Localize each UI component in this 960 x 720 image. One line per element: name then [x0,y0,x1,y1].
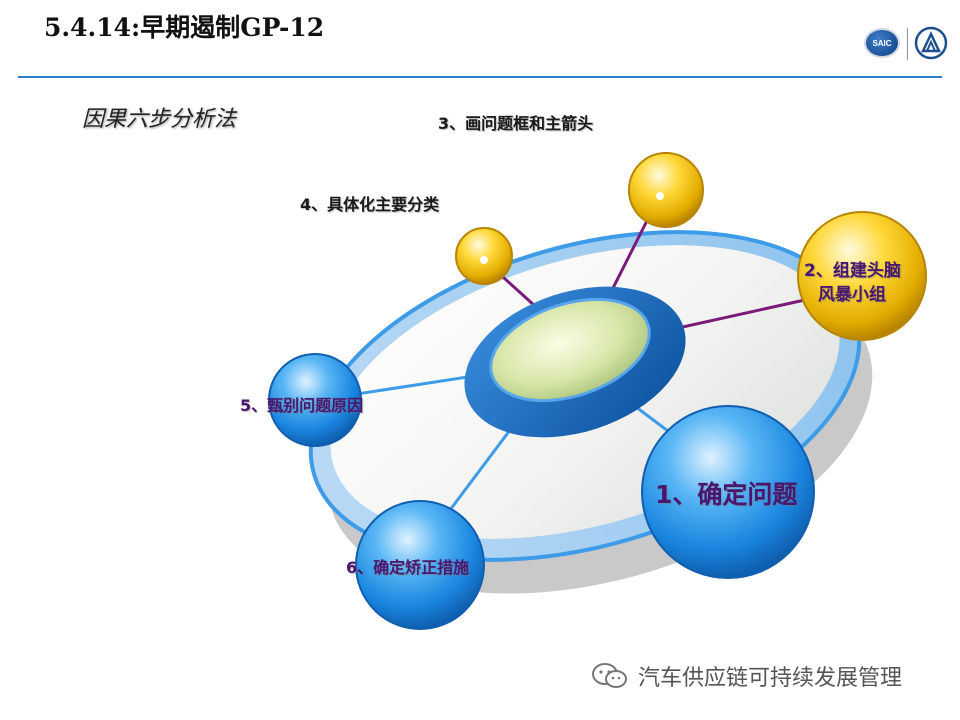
step-5-label: 5、甄别问题原因 [240,396,364,415]
step-6-label: 6、确定矫正措施 [346,558,470,577]
logo-divider [907,28,908,60]
step-4-label: 4、具体化主要分类 [300,195,440,214]
node-step-5 [268,353,362,447]
step-2-label-line2: 风暴小组 [818,285,886,305]
step-2-label-line1: 2、组建头脑 [804,261,901,281]
node-step-2 [797,211,927,341]
page-title: 5.4.14:早期遏制GP-12 [44,13,325,42]
node-step-6 [355,500,485,630]
node-step-3 [628,152,704,228]
brand-emblem-icon [914,26,948,60]
saic-logo: SAIC [864,28,900,58]
step-3-label: 3、画问题框和主箭头 [438,114,594,133]
node-step-1 [641,405,815,579]
logo-group: SAIC [862,24,948,64]
node-step-3-dot [656,192,664,200]
wechat-icon [592,663,627,688]
title-rule [18,76,942,78]
node-step-4-dot [480,256,488,264]
watermark-text: 汽车供应链可持续发展管理 [638,666,903,691]
subtitle: 因果六步分析法 [82,107,237,132]
watermark: 汽车供应链可持续发展管理 [590,660,902,692]
hub-inner [489,297,651,403]
step-1-label: 1、确定问题 [655,480,798,509]
